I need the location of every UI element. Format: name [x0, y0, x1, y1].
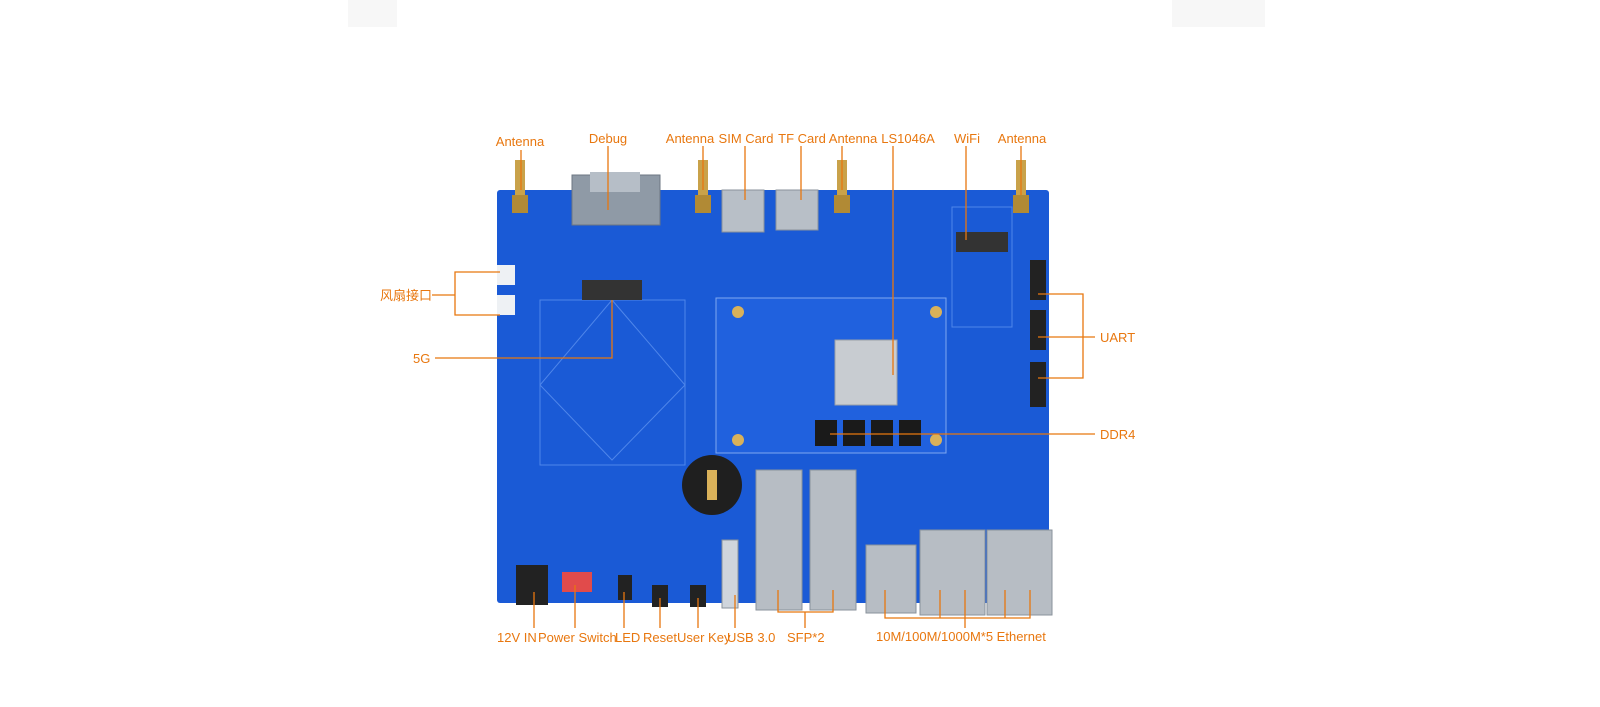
ethernet-jack-2	[919, 529, 986, 616]
leader-5g	[435, 300, 613, 359]
label-tf-card: TF Card	[778, 131, 826, 146]
label-ethernet: 10M/100M/1000M*5 Ethernet	[876, 629, 1046, 644]
debug-db9-shell	[590, 172, 640, 192]
antenna-connector-1	[512, 160, 528, 213]
mount-hole	[930, 306, 942, 318]
ddr4-chip-3	[871, 420, 893, 446]
uart-header-1	[1030, 260, 1046, 300]
sim-card-slot	[721, 189, 765, 233]
silkscreen-diamond	[539, 299, 686, 461]
label-power-switch: Power Switch	[538, 630, 617, 645]
ls1046a-chip	[834, 339, 898, 406]
label-5g: 5G	[413, 351, 431, 366]
dc-power-jack	[516, 565, 548, 605]
wifi-m2-slot	[956, 232, 1008, 252]
label-reset: Reset	[643, 630, 677, 645]
label-fan-interface: 风扇接口	[380, 288, 433, 303]
ddr4-chip-1	[815, 420, 837, 446]
usb3-port	[721, 539, 739, 609]
label-antenna-2: Antenna	[665, 131, 715, 146]
label-antenna-1: Antenna	[495, 134, 545, 149]
top-tab-stub-left	[348, 0, 397, 27]
mount-hole	[930, 434, 942, 446]
power-switch	[562, 572, 592, 592]
mount-hole	[732, 306, 744, 318]
label-uart: UART	[1100, 330, 1136, 345]
uart-header-3	[1030, 362, 1046, 407]
label-usb3: USB 3.0	[727, 630, 776, 645]
label-user-key: User Key	[677, 630, 731, 645]
label-antenna-3: Antenna	[828, 131, 878, 146]
top-tab-stub-right	[1172, 0, 1265, 27]
leader-lines	[432, 146, 1095, 628]
leader-ethernet-bracket	[884, 590, 1031, 619]
fan-connector-1	[497, 265, 515, 285]
uart-header-2	[1030, 310, 1046, 350]
label-ddr4: DDR4	[1100, 427, 1136, 442]
fan-connector-2	[497, 295, 515, 315]
tf-card-slot	[775, 189, 819, 231]
label-antenna-4: Antenna	[997, 131, 1047, 146]
ethernet-jack-3	[986, 529, 1053, 616]
led-indicator	[618, 575, 632, 600]
ethernet-jack-1	[865, 544, 917, 614]
ddr4-chip-4	[899, 420, 921, 446]
wifi-module-outline	[951, 206, 1013, 328]
leader-uart-bracket	[1038, 293, 1084, 379]
sfp-cage-1	[755, 469, 803, 611]
label-sfp: SFP*2	[787, 630, 825, 645]
label-debug: Debug	[588, 131, 628, 146]
label-12v-in: 12V IN	[497, 630, 537, 645]
label-ls1046a: LS1046A	[881, 131, 935, 146]
sfp-cage-2	[809, 469, 857, 611]
user-key-button	[690, 585, 706, 607]
ddr4-chip-2	[843, 420, 865, 446]
label-sim-card: SIM Card	[718, 131, 774, 146]
label-wifi: WiFi	[954, 131, 980, 146]
leader-fan-bracket	[454, 271, 500, 316]
mount-hole	[732, 434, 744, 446]
rtc-battery-contact	[707, 470, 717, 500]
label-led: LED	[615, 630, 641, 645]
5g-m2-slot	[582, 280, 642, 300]
reset-button	[652, 585, 668, 607]
